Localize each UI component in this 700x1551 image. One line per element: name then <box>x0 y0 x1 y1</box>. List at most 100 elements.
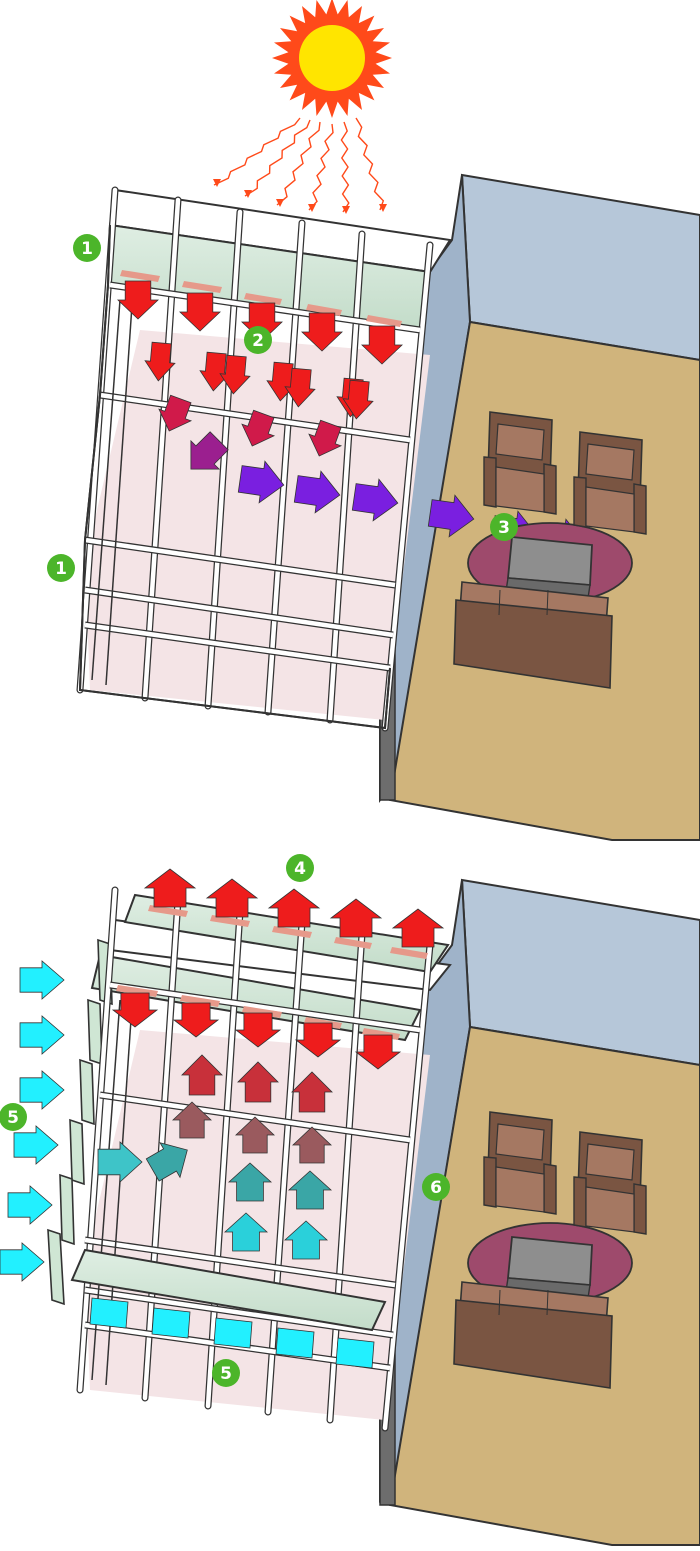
exhaust-arrow <box>391 908 445 948</box>
panel-cooling: 4 5 5 6 <box>0 224 700 1546</box>
exhaust-arrow <box>143 868 197 908</box>
cool-air-arrow <box>145 1142 188 1182</box>
badge-1-lower: 1 <box>47 554 75 582</box>
side-casements-open <box>47 938 113 1306</box>
exhaust-arrow <box>267 888 321 928</box>
louver <box>366 315 402 327</box>
sun-ray-tip <box>276 199 284 207</box>
exhaust-arrow <box>294 1022 342 1058</box>
exhaust-air-arrows <box>111 868 445 1164</box>
exhaust-arrow <box>354 1034 402 1070</box>
vent-louvers <box>120 270 402 327</box>
armchair-icon <box>573 1131 647 1235</box>
badge-2: 2 <box>244 326 272 354</box>
sofa-icon <box>453 581 613 689</box>
louver <box>334 937 372 949</box>
mullion <box>142 197 181 701</box>
exhaust-arrow <box>234 1012 282 1048</box>
casement-window <box>59 1173 75 1246</box>
mullion <box>142 897 181 1401</box>
badge-1-top: 1 <box>73 234 101 262</box>
svg-text:3: 3 <box>498 518 510 538</box>
casement-window <box>87 998 103 1066</box>
frame-edge <box>78 224 391 730</box>
transom <box>84 587 394 638</box>
badge-6: 6 <box>422 1173 450 1201</box>
warm-air-arrow <box>308 419 343 457</box>
cool-air-arrow <box>97 1141 143 1183</box>
sun-ray-tip <box>379 204 387 212</box>
mullion <box>327 231 365 723</box>
sun-rays <box>213 117 387 214</box>
sun-ray <box>213 117 301 186</box>
radiant-arrow <box>351 478 399 522</box>
louver <box>182 281 222 293</box>
radiant-arrow <box>237 460 285 504</box>
cool-air-rising-arrow <box>283 1220 329 1260</box>
badge-4: 4 <box>286 854 314 882</box>
louver <box>148 905 188 917</box>
warm-air-arrow <box>219 354 251 395</box>
louver <box>272 926 312 938</box>
cool-air-in-arrow <box>7 1185 53 1225</box>
transom <box>109 982 421 1033</box>
warm-air-arrow <box>241 409 276 447</box>
cool-air-inlet <box>89 1297 129 1329</box>
mullion <box>382 242 433 731</box>
svg-text:4: 4 <box>294 859 306 879</box>
exhaust-arrow <box>111 992 159 1028</box>
cool-air-in-arrow <box>19 1015 65 1055</box>
warm-air-arrow <box>158 394 193 432</box>
warm-air-arrows <box>116 280 404 457</box>
warm-air-arrow <box>178 292 222 332</box>
sun-ray-tip <box>213 179 221 187</box>
mullion <box>205 209 243 709</box>
rising-warm-arrow <box>291 1126 333 1164</box>
cool-air-rising-arrow <box>223 1212 269 1252</box>
svg-text:2: 2 <box>252 331 264 351</box>
sun-ray <box>276 121 321 206</box>
exhaust-arrow <box>329 898 383 938</box>
rising-warm-arrow <box>171 1101 213 1139</box>
radiant-arrow <box>293 470 341 514</box>
sun-ray-tip <box>308 204 316 212</box>
cool-air-inlet <box>213 1317 253 1349</box>
warm-air-arrow <box>342 379 374 420</box>
cool-air-in-arrow <box>19 960 65 1000</box>
sun-icon <box>272 0 392 118</box>
cool-air-inlet <box>335 1337 375 1369</box>
sun-ray <box>308 123 334 211</box>
rising-warm-arrow <box>181 1054 223 1096</box>
louver <box>244 293 282 305</box>
svg-text:1: 1 <box>81 239 93 259</box>
mullion <box>77 887 118 1393</box>
panel-heating: 1 1 2 3 <box>47 0 700 841</box>
sun-ray-tip <box>342 206 350 214</box>
cool-air-rising-arrow <box>287 1170 333 1210</box>
armchair-icon <box>483 1111 557 1215</box>
sun-ray <box>355 117 385 211</box>
exhaust-arrow <box>205 878 259 918</box>
exhaust-arrow <box>172 1002 220 1038</box>
side-rail <box>105 304 133 686</box>
living-room-furniture-2 <box>453 1111 647 1389</box>
warm-air-arrow <box>360 325 404 365</box>
badge-5-bottom: 5 <box>212 1359 240 1387</box>
mullion <box>205 909 243 1409</box>
warm-air-arrow <box>144 341 176 382</box>
low-vent-open <box>70 1248 387 1332</box>
transom <box>84 1287 394 1338</box>
rising-warm-arrow <box>291 1071 333 1113</box>
armchair-icon <box>483 411 557 515</box>
cool-air-inlet <box>275 1327 315 1359</box>
cool-air-in-arrow <box>13 1125 59 1165</box>
sun-ray <box>340 121 350 213</box>
casement-window <box>79 1058 95 1126</box>
transom <box>84 537 396 588</box>
casement-window <box>69 1118 85 1186</box>
svg-text:1: 1 <box>55 559 67 579</box>
armchair-icon <box>573 431 647 535</box>
radiant-arrow <box>190 431 229 470</box>
transom <box>84 1237 396 1288</box>
